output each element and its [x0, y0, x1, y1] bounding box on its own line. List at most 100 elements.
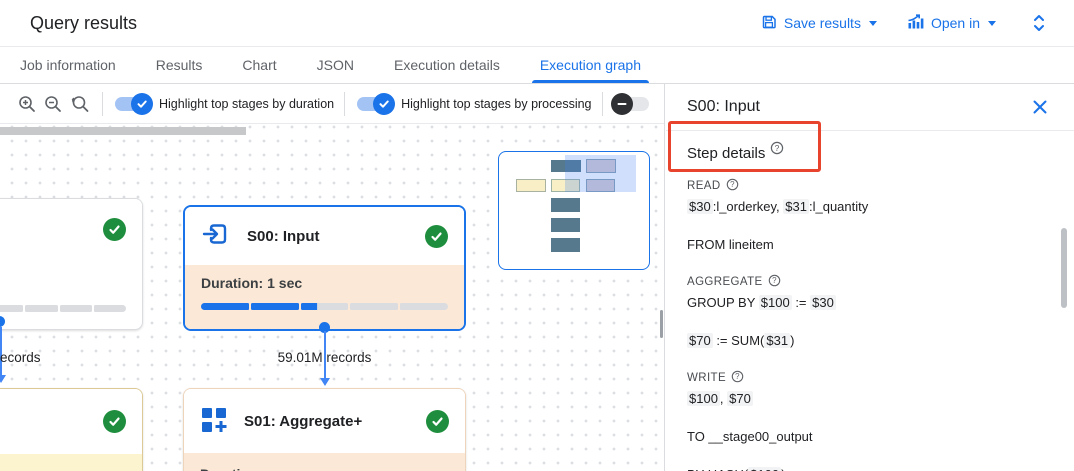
variable-highlight: $70 — [727, 391, 753, 406]
svg-text:?: ? — [775, 143, 780, 153]
stage-progress-bar — [201, 303, 448, 310]
header-actions: Save results Open in — [761, 10, 1052, 36]
toolbar-divider — [601, 91, 603, 116]
zoom-reset-icon[interactable] — [66, 91, 92, 117]
duration-toggle[interactable] — [113, 92, 153, 115]
minimap-stage-rect — [551, 218, 580, 232]
toolbar-divider — [344, 91, 346, 116]
stage-progress-bar — [0, 305, 127, 312]
help-icon[interactable]: ? — [731, 370, 744, 386]
open-in-button[interactable]: Open in — [907, 13, 996, 33]
variable-highlight: $100 — [748, 467, 782, 471]
processing-toggle-label: Highlight top stages by processing — [401, 96, 592, 111]
zoom-in-icon[interactable] — [14, 91, 40, 117]
minimap-stage-rect — [551, 238, 580, 252]
stage-node-left-top[interactable] — [0, 198, 143, 330]
minimap-stage-rect — [551, 179, 580, 192]
page-title: Query results — [30, 12, 138, 33]
minus-icon — [610, 92, 633, 115]
panel-scrollbar[interactable] — [1061, 228, 1067, 308]
variable-highlight: $100 — [687, 391, 720, 406]
tab-chart[interactable]: Chart — [242, 57, 277, 73]
toggle-processing: Highlight top stages by processing — [355, 92, 592, 115]
step-detail-row: $30:l_orderkey, $31:l_quantity — [687, 199, 869, 214]
stage-node-left-bottom[interactable] — [0, 388, 143, 471]
header: Query results Save results Open in — [0, 0, 1074, 47]
minimap-stage-rect — [586, 159, 616, 173]
graph-vertical-scrollbar[interactable] — [660, 310, 663, 338]
tab-execution-details[interactable]: Execution details — [393, 57, 500, 73]
stage-title: S00: Input — [247, 227, 320, 245]
svg-text:?: ? — [735, 372, 740, 381]
tab-bar: Job information Results Chart JSON Execution… — [0, 47, 1074, 84]
edge-arrow-icon — [0, 375, 6, 383]
edge-line — [323, 331, 326, 378]
step-section-label: AGGREGATE? — [687, 274, 1050, 290]
graph-minimap[interactable] — [498, 151, 650, 270]
edge-line — [0, 327, 2, 375]
dropdown-caret-icon — [988, 20, 996, 26]
step-detail-row: $70 := SUM($31) — [687, 333, 795, 348]
help-icon[interactable]: ? — [770, 141, 784, 159]
help-icon[interactable]: ? — [726, 178, 739, 194]
success-check-icon — [103, 217, 126, 241]
connector-port — [0, 316, 5, 327]
check-icon — [131, 92, 153, 115]
minimap-stage-rect — [551, 198, 580, 212]
processing-toggle[interactable] — [355, 92, 396, 115]
stage-title: S01: Aggregate+ — [244, 412, 363, 430]
save-icon — [761, 14, 777, 33]
step-details-heading: Step details ? — [666, 131, 1074, 162]
input-stage-icon — [201, 220, 231, 253]
variable-highlight: $70 — [687, 333, 713, 348]
variable-highlight: $31 — [764, 333, 791, 348]
panel-title: S00: Input — [687, 98, 760, 115]
save-results-button[interactable]: Save results — [761, 14, 877, 33]
variable-highlight: $31 — [783, 199, 809, 214]
graph-toolbar: Highlight top stages by duration Highlig… — [0, 84, 664, 124]
variable-highlight: $100 — [758, 295, 792, 310]
edge-arrow-icon — [319, 378, 330, 386]
third-toggle-off[interactable] — [610, 92, 651, 115]
variable-highlight: $30 — [687, 199, 713, 214]
minimap-viewport[interactable] — [565, 155, 636, 192]
minimap-stage-rect — [586, 179, 615, 192]
stage-node-s01[interactable]: S01: Aggregate+ Duration: — [183, 388, 466, 471]
execution-graph-pane: Highlight top stages by duration Highlig… — [0, 84, 665, 471]
toggle-duration: Highlight top stages by duration — [113, 92, 334, 115]
open-in-label: Open in — [930, 15, 980, 31]
zoom-out-icon[interactable] — [40, 91, 66, 117]
save-results-label: Save results — [783, 15, 861, 31]
variable-highlight: $30 — [810, 295, 836, 310]
minimap-stage-rect — [551, 160, 581, 172]
dropdown-caret-icon — [868, 20, 877, 26]
stage-duration-label: Duration: — [200, 466, 449, 471]
close-icon[interactable] — [1028, 95, 1052, 119]
tab-execution-graph[interactable]: Execution graph — [520, 47, 661, 83]
horizontal-scrollbar[interactable] — [0, 127, 246, 135]
collapse-expand-icon[interactable] — [1026, 10, 1052, 36]
tab-job-information[interactable]: Job information — [20, 57, 116, 73]
step-detail-row: BY HASH($100) — [687, 466, 1050, 471]
execution-graph-canvas[interactable]: ecords S00: Inp — [0, 124, 664, 471]
help-icon[interactable]: ? — [768, 274, 781, 290]
chart-icon — [907, 13, 924, 33]
stage-node-s00[interactable]: S00: Input Duration: 1 sec — [183, 205, 466, 331]
edge-records-label: ecords — [0, 350, 41, 365]
step-detail-row: GROUP BY $100 := $30 — [687, 295, 836, 310]
aggregate-stage-icon — [200, 405, 228, 438]
step-details-label: Step details — [687, 145, 766, 162]
step-detail-row: TO __stage00_output — [687, 429, 813, 444]
panel-header: S00: Input — [666, 84, 1074, 131]
edge-records-label: 59.01M records — [277, 350, 372, 365]
minimap-stage-rect — [516, 179, 546, 192]
stage-duration-label: Duration: 1 sec — [201, 275, 303, 291]
success-check-icon — [103, 410, 126, 433]
tab-json[interactable]: JSON — [316, 57, 354, 73]
tab-results[interactable]: Results — [155, 57, 203, 73]
step-section-label: READ? — [687, 178, 1050, 194]
success-check-icon — [425, 224, 448, 248]
svg-text:?: ? — [772, 276, 777, 285]
